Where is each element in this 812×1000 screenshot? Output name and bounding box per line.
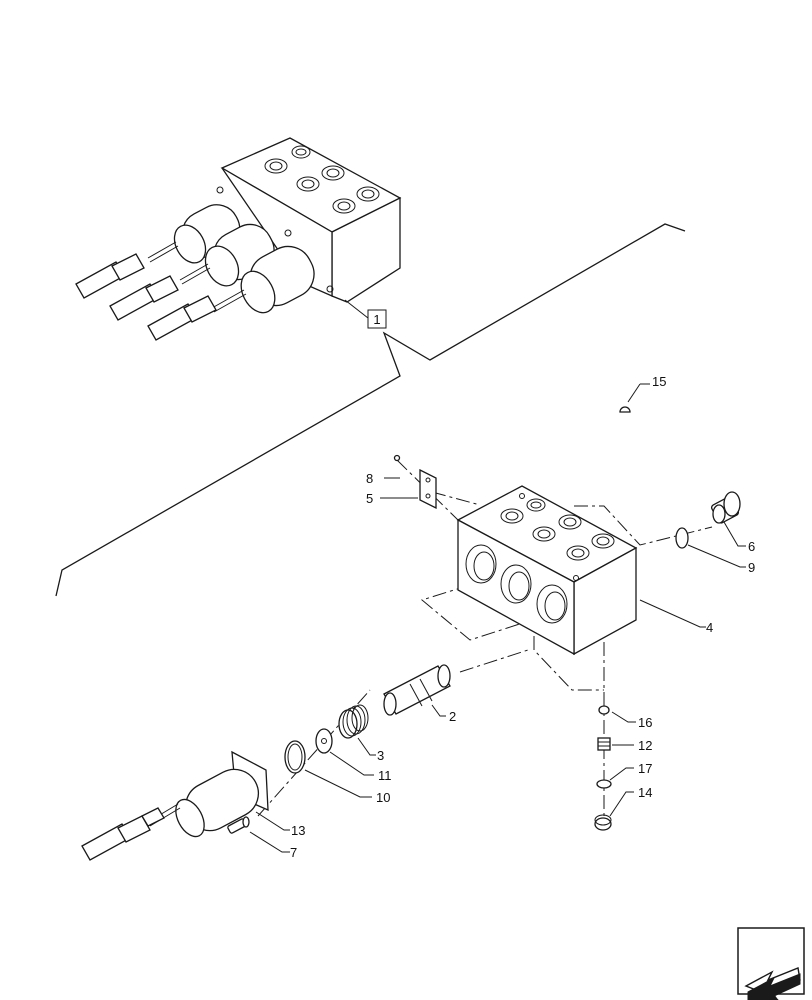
valve-assembly-drawing: 1	[75, 137, 402, 341]
spring	[338, 704, 369, 739]
callout-6: 6	[748, 539, 755, 554]
callout-11: 11	[378, 768, 392, 783]
leader-lines	[249, 477, 746, 853]
threaded-insert	[597, 737, 611, 751]
callout-17: 17	[638, 761, 652, 776]
callout-10: 10	[376, 790, 390, 805]
valve-body	[456, 485, 638, 656]
callout-15: 15	[652, 374, 666, 389]
spool	[383, 664, 451, 716]
solenoid	[81, 750, 269, 861]
callout-13: 13	[291, 823, 305, 838]
screw	[227, 816, 250, 834]
exploded-view-frame-line	[55, 223, 686, 597]
callout-7: 7	[290, 845, 297, 860]
callout-16: 16	[638, 715, 652, 730]
plug	[711, 491, 741, 524]
callout-1: 1	[373, 312, 380, 327]
callout-3: 3	[377, 748, 384, 763]
callout-8: 8	[366, 471, 373, 486]
callout-12: 12	[638, 738, 652, 753]
callout-9: 9	[748, 560, 755, 575]
back-arrow-icon[interactable]	[737, 927, 805, 1000]
callout-box-1	[367, 309, 387, 329]
callout-5: 5	[366, 491, 373, 506]
callout-2: 2	[449, 709, 456, 724]
callout-4: 4	[706, 620, 713, 635]
plate	[419, 468, 437, 510]
callout-14: 14	[638, 785, 652, 800]
bottom-plug	[594, 814, 612, 831]
